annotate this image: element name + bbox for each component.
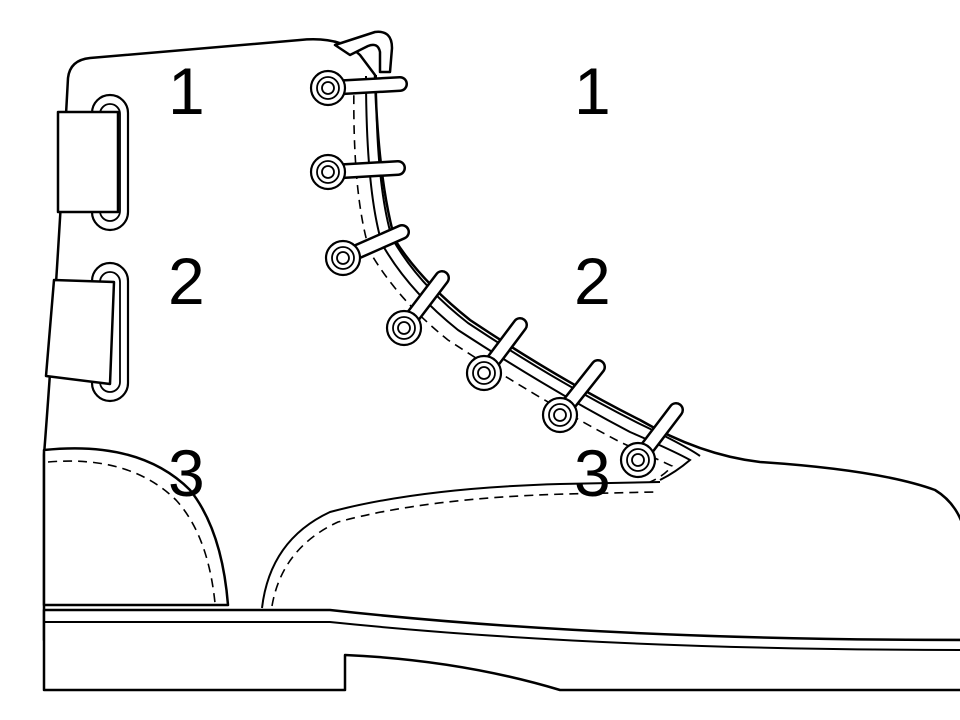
eyelet-icon <box>321 165 335 179</box>
strap-loop-upper <box>56 93 130 232</box>
eyelet-icon <box>321 81 335 95</box>
lacing-stitch <box>353 79 674 483</box>
eyelet-icon <box>336 251 350 265</box>
heel-counter-stitch <box>47 460 216 604</box>
lacing-panel-edge <box>375 74 701 457</box>
label-left-3: 3 <box>168 436 205 510</box>
eyelet-icon <box>631 453 645 467</box>
label-right-3: 3 <box>574 436 611 510</box>
label-left-1: 1 <box>168 54 205 128</box>
eyelet-icon <box>477 366 491 380</box>
sole <box>42 608 960 692</box>
quarter-stitch <box>271 491 655 607</box>
label-right-1: 1 <box>574 54 611 128</box>
strap-loop-lower <box>44 261 130 403</box>
heel-counter <box>42 447 230 607</box>
quarter-line <box>261 481 661 609</box>
welt-line <box>44 621 960 651</box>
label-right-2: 2 <box>574 244 611 318</box>
eyelet-icon <box>553 408 567 422</box>
eyelet-icon <box>397 321 411 335</box>
pull-tab <box>333 30 394 74</box>
label-left-2: 2 <box>168 244 205 318</box>
